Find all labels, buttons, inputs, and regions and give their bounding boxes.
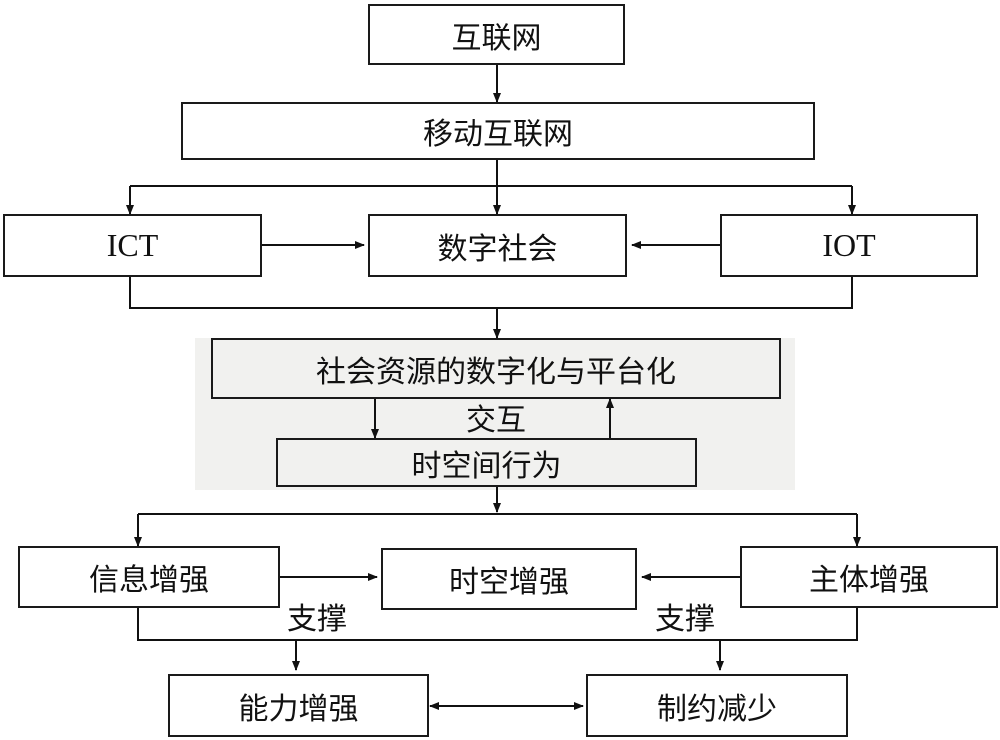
node-constraint-reduce: 制约减少 — [586, 674, 848, 737]
label-support-left: 支撑 — [287, 602, 347, 637]
label-interaction: 交互 — [466, 403, 526, 438]
node-subject-enhance: 主体增强 — [740, 546, 998, 608]
node-digital-society: 数字社会 — [368, 214, 627, 277]
merge-bar-bottom — [137, 608, 858, 641]
node-info-enhance: 信息增强 — [18, 546, 280, 608]
node-ict: ICT — [3, 214, 262, 277]
label-support-right: 支撑 — [655, 602, 715, 637]
node-spatiotemporal-behavior: 时空间行为 — [276, 438, 697, 487]
node-spatiotemporal-enhance: 时空增强 — [381, 548, 637, 610]
node-internet: 互联网 — [368, 4, 625, 65]
node-mobile-internet: 移动互联网 — [181, 102, 815, 160]
node-iot: IOT — [720, 214, 978, 277]
merge-bar-ict-iot — [129, 277, 853, 309]
node-capability-enhance: 能力增强 — [168, 674, 429, 737]
node-resource-digitization: 社会资源的数字化与平台化 — [211, 338, 781, 399]
